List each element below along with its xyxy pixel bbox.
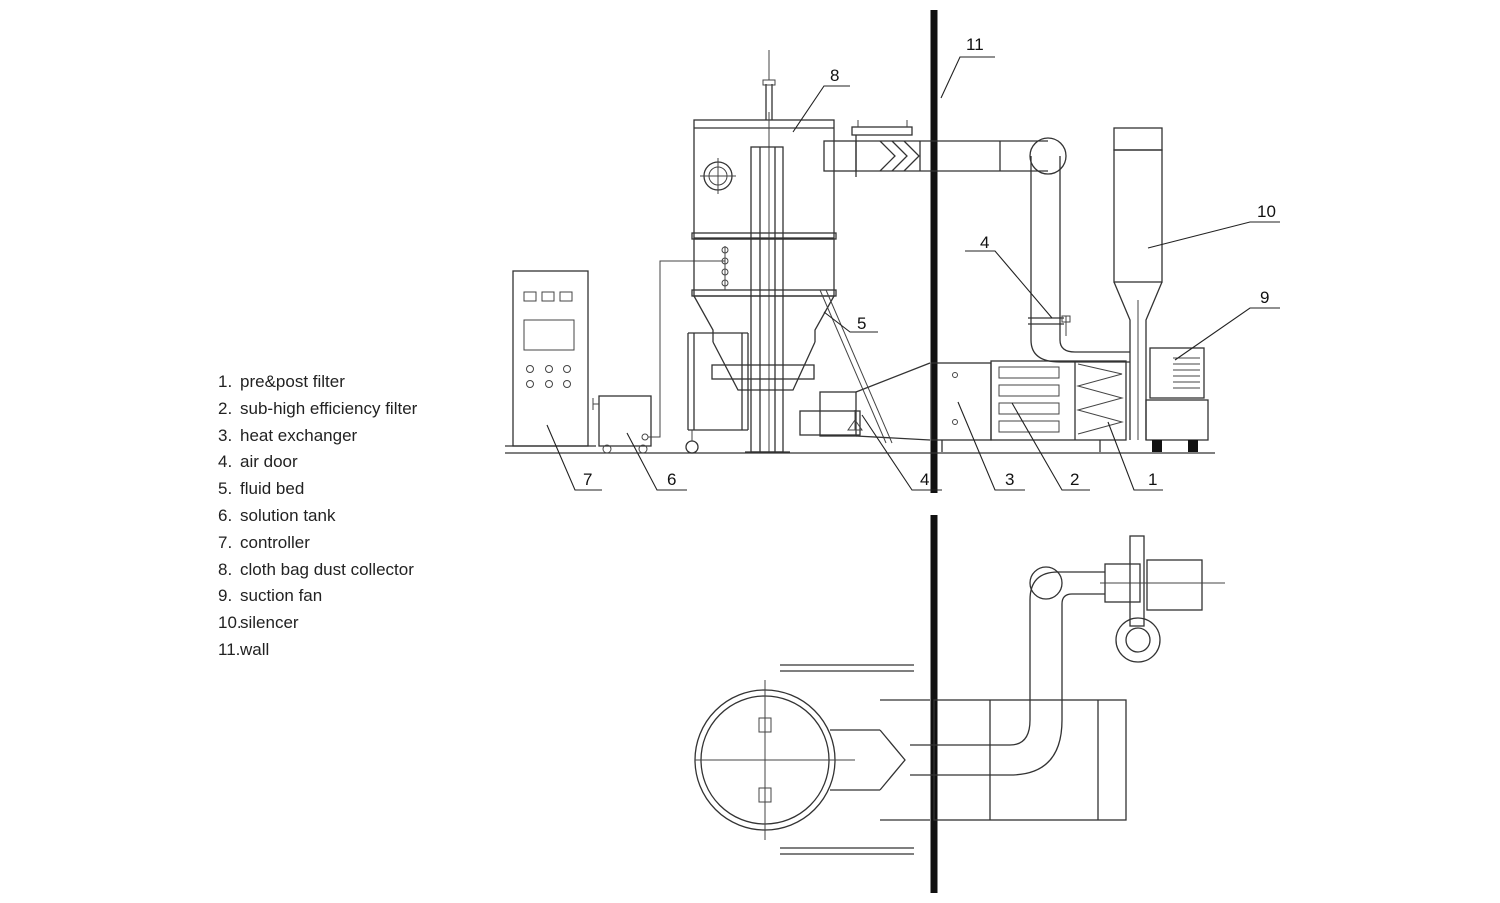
controller [505, 270, 596, 447]
callout-8: 8 [830, 66, 839, 85]
legend-item: 2.sub-high efficiency filter [218, 398, 418, 418]
legend-item: 4.air door [218, 452, 298, 472]
legend-item: 8.cloth bag dust collector [218, 559, 414, 579]
suction-fan [1145, 347, 1209, 452]
legend-item: 3.heat exchanger [218, 425, 358, 445]
silencer [1113, 127, 1163, 440]
callout-3: 3 [1005, 470, 1014, 489]
legend-item: 7.controller [218, 532, 310, 552]
legend-item: 9.suction fan [218, 586, 323, 606]
legend-item: 5.fluid bed [218, 479, 305, 499]
callout-10: 10 [1257, 202, 1276, 221]
legend-item: 6.solution tank [218, 505, 336, 525]
plan-view [694, 535, 1225, 855]
legend-item: 1.pre&post filter [218, 372, 345, 391]
callout-1: 1 [1148, 470, 1157, 489]
callout-9: 9 [1260, 288, 1269, 307]
air-handling-unit [799, 360, 1127, 452]
callout-4-upper: 4 [980, 233, 989, 252]
legend-item: 11.wall [218, 639, 270, 659]
callout-2: 2 [1070, 470, 1079, 489]
callout-4-lower: 4 [920, 470, 929, 489]
legend-item: 10.silencer [218, 613, 299, 633]
solution-tank [592, 260, 725, 454]
callout-7: 7 [583, 470, 592, 489]
legend: 1.pre&post filter 2.sub-high efficiency … [218, 372, 417, 667]
cloth-bag-dust-collector [691, 50, 837, 453]
callout-labels: 11 8 10 4 9 5 7 6 4 3 2 1 [583, 35, 1276, 489]
callout-5: 5 [857, 314, 866, 333]
fluid-bed [685, 238, 893, 454]
exhaust-duct [823, 120, 1130, 363]
leader-lines [546, 56, 1280, 491]
callout-6: 6 [667, 470, 676, 489]
callout-11: 11 [966, 35, 984, 54]
